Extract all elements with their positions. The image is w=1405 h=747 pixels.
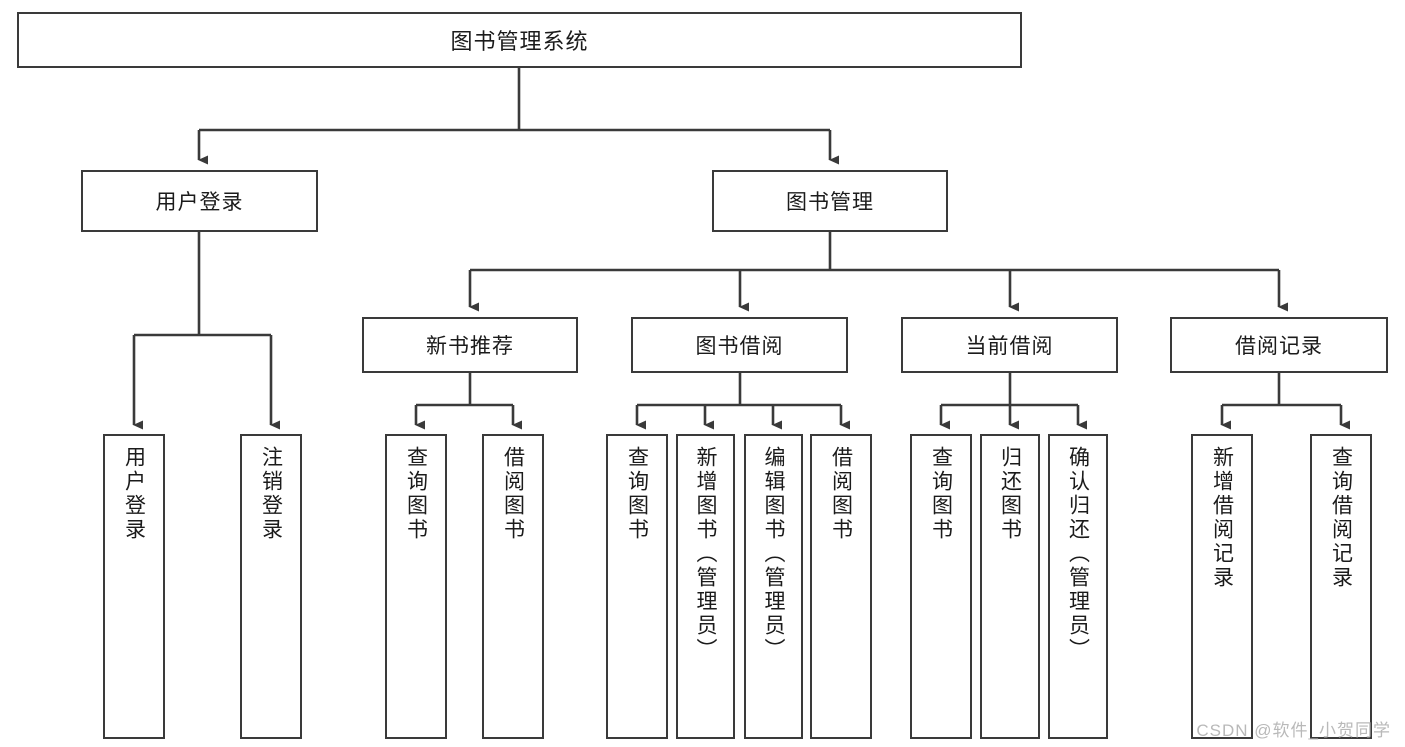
node-label: 图书管理系统 [450,29,589,54]
leaf-return-books[interactable]: 归还图书 [980,434,1040,739]
node-label: 用户登录 [155,191,244,214]
node-label: 当前借阅 [965,335,1054,358]
node-new-book-recommend[interactable]: 新书推荐 [362,317,578,373]
node-label: 借阅图书 [501,446,525,542]
node-label: 归还图书 [998,446,1022,542]
leaf-add-book-admin[interactable]: 新增图书（管理员） [676,434,735,739]
node-current-borrow[interactable]: 当前借阅 [901,317,1118,373]
node-label: 查询图书 [929,446,953,542]
node-label: 新增借阅记录 [1210,446,1234,590]
leaf-logout[interactable]: 注销登录 [240,434,302,739]
leaf-query-books-borrow[interactable]: 查询图书 [606,434,668,739]
node-label: 用户登录 [122,446,146,542]
leaf-borrow-books-recommend[interactable]: 借阅图书 [482,434,544,739]
leaf-add-borrow-record[interactable]: 新增借阅记录 [1191,434,1253,739]
node-label: 确认归还（管理员） [1066,446,1090,662]
node-label: 新书推荐 [426,335,514,358]
node-borrow-records[interactable]: 借阅记录 [1170,317,1388,373]
node-label: 图书借阅 [695,335,784,358]
leaf-borrow-books[interactable]: 借阅图书 [810,434,872,739]
node-label: 注销登录 [259,446,283,542]
leaf-edit-book-admin[interactable]: 编辑图书（管理员） [744,434,803,739]
node-label: 查询图书 [625,446,649,542]
leaf-confirm-return-admin[interactable]: 确认归还（管理员） [1048,434,1108,739]
node-label: 新增图书（管理员） [694,446,717,662]
node-book-borrow[interactable]: 图书借阅 [631,317,848,373]
node-label: 编辑图书（管理员） [762,446,785,662]
leaf-query-borrow-record[interactable]: 查询借阅记录 [1310,434,1372,739]
leaf-query-books-recommend[interactable]: 查询图书 [385,434,447,739]
node-root[interactable]: 图书管理系统 [17,12,1022,68]
node-label: 查询借阅记录 [1329,446,1353,590]
node-user-login[interactable]: 用户登录 [81,170,318,232]
node-label: 图书管理 [786,191,874,214]
node-label: 查询图书 [404,446,428,542]
node-label: 借阅图书 [829,446,853,542]
node-label: 借阅记录 [1235,335,1323,358]
leaf-query-books-current[interactable]: 查询图书 [910,434,972,739]
node-book-management[interactable]: 图书管理 [712,170,948,232]
watermark: CSDN @软件_小贺同学 [1196,721,1391,740]
leaf-user-login[interactable]: 用户登录 [103,434,165,739]
